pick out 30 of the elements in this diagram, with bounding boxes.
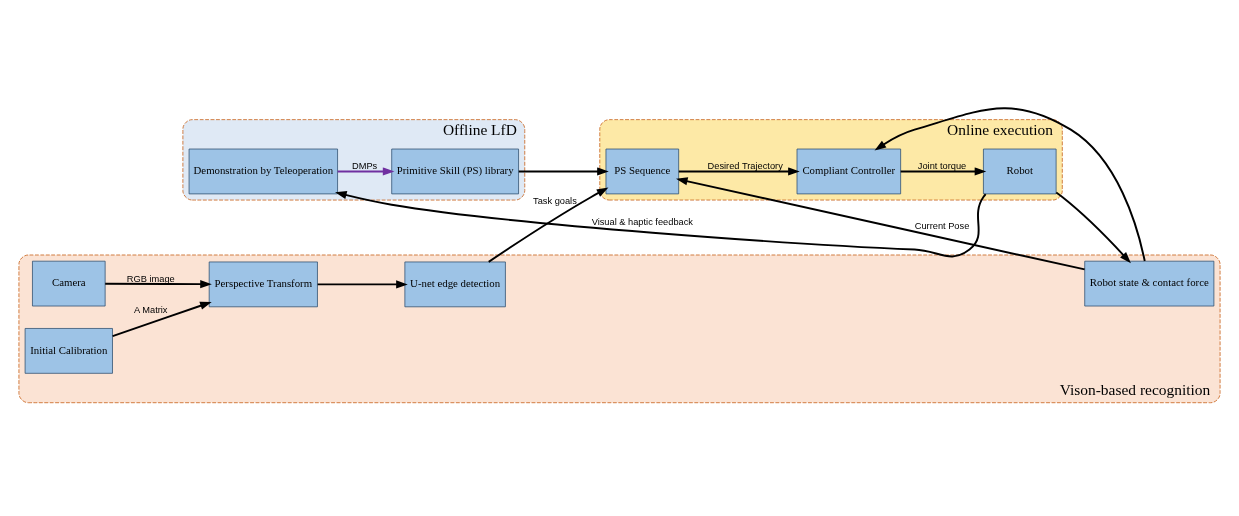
arrow [316, 279, 408, 288]
edge-label: Current Pose [914, 220, 970, 231]
arrow [899, 166, 987, 175]
edge-label: Desired Trajectory [707, 160, 783, 171]
node-box: Robot [983, 148, 1057, 194]
arrow [487, 187, 609, 263]
node-box: Robot state & contact force [1084, 260, 1215, 306]
edge-label: Joint torque [917, 160, 967, 171]
node-box: Demonstration by Teleoperation [188, 148, 338, 194]
edge-label: RGB image [126, 273, 175, 284]
arrow [677, 166, 800, 175]
edge-label: DMPs [352, 160, 378, 171]
node-box: Primitive Skill (PS) library [391, 148, 519, 194]
edge-label: A Matrix [134, 304, 168, 315]
node-box: Camera [32, 260, 106, 306]
node-box: PS Sequence [605, 148, 680, 194]
node-box: U-net edge detection [404, 261, 506, 307]
arrow [874, 106, 1146, 262]
arrow [1055, 191, 1131, 263]
arrow [111, 301, 212, 337]
arrow [335, 190, 987, 257]
arrow [104, 279, 212, 288]
arrow [675, 176, 1086, 270]
arrow [517, 166, 609, 175]
edge-label: Task goals [533, 195, 577, 206]
node-box: Compliant Controller [796, 148, 902, 194]
edge-label: Visual & haptic feedback [591, 216, 693, 227]
node-box: Initial Calibration [24, 327, 113, 374]
node-box: Perspective Transform [208, 261, 318, 307]
arrow [336, 166, 395, 175]
